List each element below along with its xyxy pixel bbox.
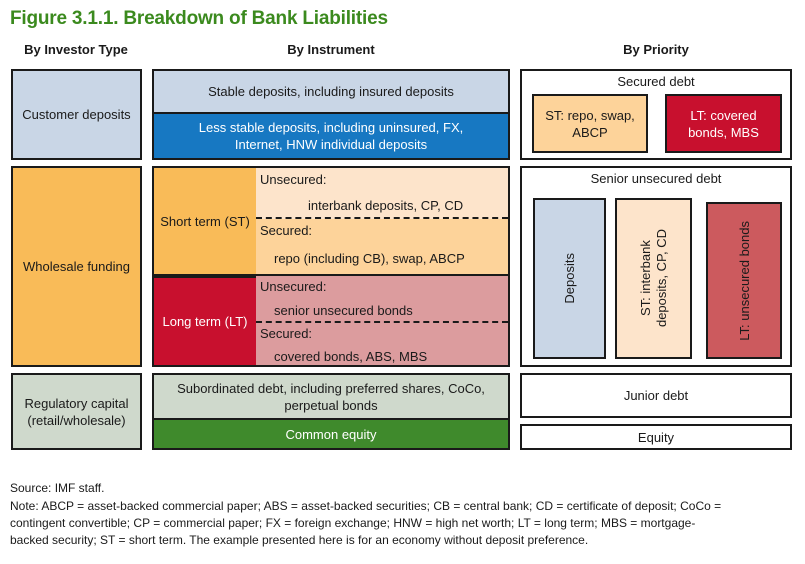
secured-debt-box: Secured debt ST: repo, swap, ABCP LT: co…	[520, 69, 792, 160]
st-secured-cell: Secured: repo (including CB), swap, ABCP	[256, 219, 508, 274]
regulatory-capital-label: Regulatory capital	[24, 395, 129, 411]
st-secured-label: Secured:	[260, 223, 313, 238]
long-term-detail-box: Unsecured: senior unsecured bonds Secure…	[256, 276, 510, 367]
lt-covered-line2: bonds, MBS	[688, 124, 759, 140]
lt-secured-text: covered bonds, ABS, MBS	[274, 349, 428, 364]
column-heading-instrument: By Instrument	[287, 42, 375, 57]
st-secured-text: repo (including CB), swap, ABCP	[274, 251, 465, 266]
stable-deposits-label: Stable deposits, including insured depos…	[208, 84, 454, 99]
subordinated-debt-line1: Subordinated debt, including preferred s…	[177, 380, 485, 396]
equity-label: Equity	[637, 429, 675, 445]
column-heading-priority: By Priority	[623, 42, 689, 57]
regulatory-capital-box: Regulatory capital (retail/wholesale)	[11, 373, 142, 450]
lt-unsecured-bonds-label: LT: unsecured bonds	[736, 220, 752, 341]
junior-debt-label: Junior debt	[623, 388, 689, 403]
less-stable-deposits-line1: Less stable deposits, including uninsure…	[198, 120, 464, 135]
lt-unsecured-label: Unsecured:	[260, 279, 327, 294]
subordinated-debt-box: Subordinated debt, including preferred s…	[152, 373, 510, 420]
st-divider	[256, 217, 508, 219]
long-term-box: Long term (LT)	[152, 276, 258, 367]
long-term-label: Long term (LT)	[162, 314, 248, 329]
short-term-label: Short term (ST)	[160, 213, 250, 229]
short-term-box: Short term (ST)	[152, 166, 258, 276]
lt-covered-line1: LT: covered	[690, 107, 757, 123]
senior-unsecured-label: Senior unsecured debt	[590, 171, 722, 186]
deposits-label: Deposits	[562, 253, 577, 304]
st-interbank-label: ST: interbank deposits, CP, CD	[638, 229, 670, 327]
st-interbank-line2: deposits, CP, CD	[653, 229, 669, 328]
lt-unsecured-bonds-box: LT: unsecured bonds	[706, 202, 782, 359]
less-stable-deposits-box: Less stable deposits, including uninsure…	[152, 114, 510, 160]
wholesale-funding-label: Wholesale funding	[23, 259, 130, 274]
lt-unsecured-text: senior unsecured bonds	[274, 303, 413, 318]
deposits-box: Deposits	[533, 198, 606, 359]
figure-title: Figure 3.1.1. Breakdown of Bank Liabilit…	[10, 8, 388, 29]
wholesale-funding-box: Wholesale funding	[11, 166, 142, 367]
st-repo-box: ST: repo, swap, ABCP	[532, 94, 648, 153]
column-heading-investor: By Investor Type	[24, 42, 128, 57]
st-interbank-box: ST: interbank deposits, CP, CD	[615, 198, 692, 359]
st-unsecured-label: Unsecured:	[260, 172, 327, 187]
junior-debt-box: Junior debt	[520, 373, 792, 418]
st-interbank-line1: ST: interbank	[637, 240, 653, 317]
customer-deposits-label: Customer deposits	[22, 107, 131, 122]
st-repo-line2: ABCP	[572, 124, 608, 140]
note-line-3: backed security; ST = short term. The ex…	[10, 533, 589, 547]
lt-divider	[256, 321, 508, 323]
source-note: Source: IMF staff.	[10, 481, 105, 495]
st-unsecured-text: interbank deposits, CP, CD	[308, 198, 464, 213]
note-line-2: contingent convertible; CP = commercial …	[10, 516, 696, 530]
regulatory-capital-sublabel: (retail/wholesale)	[27, 412, 126, 428]
stable-deposits-box: Stable deposits, including insured depos…	[152, 69, 510, 114]
note-line-1: Note: ABCP = asset-backed commercial pap…	[10, 499, 722, 513]
less-stable-deposits-line2: Internet, HNW individual deposits	[234, 137, 428, 152]
equity-box: Equity	[520, 424, 792, 450]
secured-debt-label: Secured debt	[617, 74, 695, 89]
short-term-detail-box: Unsecured: interbank deposits, CP, CD Se…	[256, 166, 510, 276]
st-repo-line1: ST: repo, swap,	[545, 107, 635, 123]
st-unsecured-cell: Unsecured: interbank deposits, CP, CD	[256, 168, 508, 219]
senior-unsecured-box: Senior unsecured debt Deposits ST: inter…	[520, 166, 792, 367]
lt-covered-box: LT: covered bonds, MBS	[665, 94, 782, 153]
subordinated-debt-line2: perpetual bonds	[284, 397, 378, 413]
lt-secured-label: Secured:	[260, 326, 313, 341]
common-equity-box: Common equity	[152, 420, 510, 450]
customer-deposits-box: Customer deposits	[11, 69, 142, 160]
common-equity-label: Common equity	[285, 426, 377, 442]
